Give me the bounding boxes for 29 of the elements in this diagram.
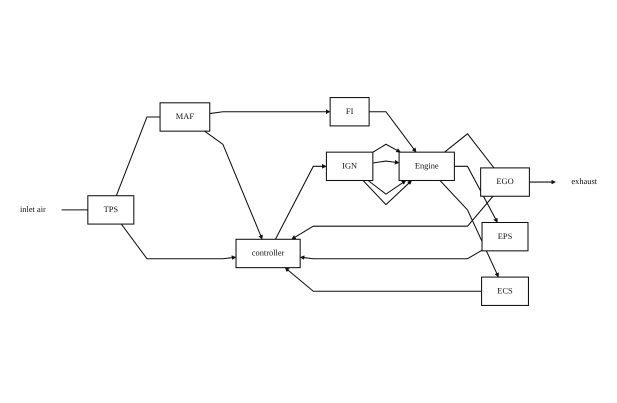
arrow bbox=[362, 180, 412, 206]
arrow bbox=[210, 109, 330, 114]
arrow bbox=[372, 144, 401, 153]
arrow bbox=[274, 164, 327, 240]
connector bbox=[116, 116, 160, 196]
node-box: EPS bbox=[482, 222, 529, 252]
node-box: FI bbox=[330, 97, 370, 126]
arrow bbox=[291, 196, 494, 240]
arrow bbox=[368, 180, 406, 195]
arrow bbox=[440, 180, 499, 278]
connector bbox=[62, 209, 88, 210]
node-box: TPS bbox=[87, 195, 134, 225]
connector bbox=[444, 133, 494, 168]
node-box: ECS bbox=[481, 276, 529, 306]
arrow bbox=[529, 180, 556, 184]
arrow bbox=[454, 166, 498, 223]
arrow bbox=[204, 130, 263, 240]
node-text: exhaust bbox=[571, 177, 598, 186]
node-box: controller bbox=[235, 238, 301, 268]
node-text: inlet air bbox=[20, 205, 46, 214]
node-box: MAF bbox=[160, 102, 210, 132]
arrow bbox=[284, 267, 482, 292]
arrow bbox=[372, 160, 400, 165]
node-box: EGO bbox=[480, 167, 530, 197]
node-box: Engine bbox=[398, 152, 455, 182]
arrow bbox=[120, 224, 236, 260]
node-box: IGN bbox=[326, 152, 374, 182]
arrow bbox=[300, 250, 482, 260]
arrow bbox=[369, 111, 416, 152]
